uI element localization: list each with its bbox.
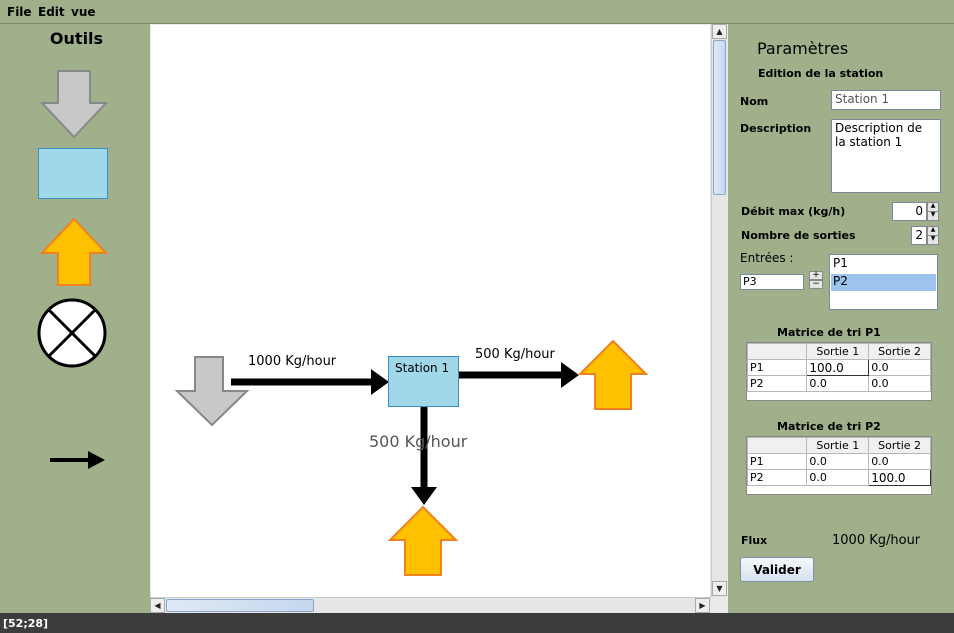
validate-button[interactable]: Valider [740, 557, 814, 582]
table-row: P1 100.0 0.0 [746, 359, 931, 376]
scroll-left-icon[interactable]: ◀ [150, 598, 165, 613]
flow-arrow-right[interactable] [458, 362, 579, 388]
remove-entry-icon[interactable]: − [809, 280, 823, 289]
sorties-spinner-field[interactable]: 2 [911, 226, 927, 245]
diagram [174, 339, 649, 576]
sorties-down-icon[interactable]: ▼ [927, 235, 939, 245]
horizontal-scrollbar[interactable]: ◀ ▶ [150, 597, 711, 613]
station-label: Station 1 [395, 361, 450, 375]
matrix-header: Sortie 2 [868, 437, 931, 454]
flow-label-down: 500 Kg/hour [369, 432, 468, 451]
station-box-icon[interactable] [38, 148, 108, 199]
params-subtitle: Edition de la station [758, 67, 884, 80]
entrees-list: P1 P2 [829, 254, 938, 310]
matrix-header: Sortie 1 [806, 437, 870, 454]
table-cell[interactable]: 0.0 [868, 359, 931, 376]
toolbox-title: Outils [49, 29, 104, 48]
canvas-source-node[interactable] [174, 356, 250, 427]
entrees-label: Entrées : [740, 251, 794, 265]
name-label: Nom [740, 95, 769, 108]
matrix2-table: Sortie 1 Sortie 2 P1 0.0 0.0 P2 0.0 100.… [746, 437, 931, 486]
table-cell[interactable]: 0.0 [806, 375, 870, 392]
matrix-header [746, 437, 808, 454]
matrix1-table: Sortie 1 Sortie 2 P1 100.0 0.0 P2 0.0 0.… [746, 343, 931, 392]
source-arrow-icon[interactable] [38, 69, 110, 141]
table-cell[interactable]: 0.0 [806, 453, 870, 470]
cursor-coordinates: [52;28] [3, 617, 49, 630]
menu-file[interactable]: File [7, 5, 32, 19]
table-row: P1 0.0 0.0 [746, 453, 931, 470]
table-row: P2 0.0 0.0 [746, 375, 931, 392]
flux-value: 1000 Kg/hour [832, 533, 921, 548]
flow-label-right: 500 Kg/hour [475, 347, 555, 362]
table-cell[interactable]: 100.0 [868, 469, 931, 486]
add-entry-icon[interactable]: + [809, 271, 823, 280]
canvas-scroll-pane: Station 1 1000 Kg/hour 500 Kg/hour 500 K… [150, 24, 728, 613]
vertical-scrollbar[interactable]: ▲ ▼ [711, 24, 727, 597]
params-title: Paramètres [757, 39, 849, 58]
matrix-header: Sortie 2 [868, 343, 931, 360]
table-cell[interactable]: 100.0 [806, 359, 870, 376]
row-label: P1 [746, 453, 808, 470]
canvas-station-node[interactable]: Station 1 [388, 356, 459, 407]
flow-label-in: 1000 Kg/hour [248, 354, 337, 369]
row-label: P1 [746, 359, 808, 376]
vertical-scroll-thumb[interactable] [713, 40, 726, 195]
menu-bar: File Edit vue [0, 0, 954, 24]
matrix2-container: Sortie 1 Sortie 2 P1 0.0 0.0 P2 0.0 100.… [746, 436, 932, 495]
entrees-input[interactable]: P3 [740, 274, 804, 290]
flow-arrow-icon[interactable] [48, 448, 108, 472]
debit-spinner-field[interactable]: 0 [892, 202, 927, 221]
matrix1-container: Sortie 1 Sortie 2 P1 100.0 0.0 P2 0.0 0.… [746, 342, 932, 401]
scroll-right-icon[interactable]: ▶ [695, 598, 710, 613]
exit-arrow-icon[interactable] [38, 217, 110, 289]
flow-arrow-in[interactable] [231, 369, 389, 395]
row-label: P2 [746, 469, 808, 486]
parameters-panel: Paramètres Edition de la station Nom Sta… [728, 24, 954, 613]
flux-label: Flux [741, 534, 768, 547]
description-label: Description [740, 122, 812, 135]
sorties-label: Nombre de sorties [741, 229, 856, 242]
status-bar: [52;28] [0, 613, 954, 633]
toolbox-panel: Outils [0, 24, 150, 613]
menu-edit[interactable]: Edit [38, 5, 65, 19]
flow-arrow-down[interactable] [411, 407, 437, 505]
matrix-header: Sortie 1 [806, 343, 870, 360]
matrix-header [746, 343, 808, 360]
canvas-exit-node-right[interactable] [577, 339, 649, 410]
name-field[interactable]: Station 1 [831, 90, 941, 110]
debit-down-icon[interactable]: ▼ [927, 211, 939, 221]
table-cell[interactable]: 0.0 [868, 453, 931, 470]
matrix2-title: Matrice de tri P2 [777, 420, 881, 433]
horizontal-scroll-thumb[interactable] [166, 599, 314, 612]
canvas-exit-node-bottom[interactable] [387, 505, 459, 576]
table-row: P2 0.0 100.0 [746, 469, 931, 486]
scroll-up-icon[interactable]: ▲ [712, 24, 727, 39]
description-field[interactable]: Description de la station 1 [831, 119, 941, 193]
menu-view[interactable]: vue [71, 5, 96, 19]
scroll-down-icon[interactable]: ▼ [712, 581, 727, 596]
matrix1-title: Matrice de tri P1 [777, 326, 881, 339]
table-cell[interactable]: 0.0 [868, 375, 931, 392]
drawing-canvas[interactable]: Station 1 1000 Kg/hour 500 Kg/hour 500 K… [151, 25, 710, 597]
debit-label: Débit max (kg/h) [741, 205, 846, 218]
list-item[interactable]: P1 [833, 256, 848, 270]
table-cell[interactable]: 0.0 [806, 469, 870, 486]
mixer-cross-icon[interactable] [36, 297, 108, 369]
row-label: P2 [746, 375, 808, 392]
list-item-selected[interactable]: P2 [831, 274, 936, 291]
